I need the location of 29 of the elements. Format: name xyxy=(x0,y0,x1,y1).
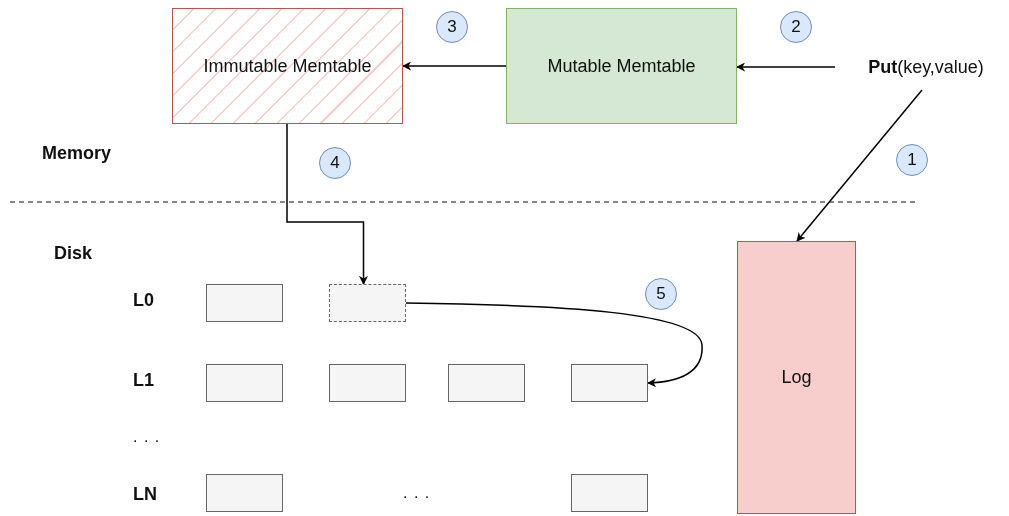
storage-block xyxy=(448,364,525,402)
process-box: Log xyxy=(737,241,856,514)
callout-number: 3 xyxy=(436,11,468,43)
callout-number: 4 xyxy=(319,147,351,179)
section-label: Memory xyxy=(42,143,112,164)
ellipsis-text: . . . xyxy=(403,484,431,502)
level-label: L1 xyxy=(133,370,154,391)
callout-number: 1 xyxy=(896,144,928,176)
arrow xyxy=(796,89,923,242)
level-label: LN xyxy=(133,484,157,505)
storage-block xyxy=(571,364,648,402)
arrow xyxy=(736,62,836,72)
section-label: Disk xyxy=(54,243,93,264)
storage-block xyxy=(329,364,406,402)
storage-block xyxy=(206,364,283,402)
storage-block xyxy=(206,474,283,512)
arrow xyxy=(402,61,507,71)
pending-storage-block xyxy=(329,284,406,322)
process-box: Mutable Memtable xyxy=(506,8,737,124)
callout-number: 2 xyxy=(780,11,812,43)
arrow xyxy=(286,123,368,285)
storage-block xyxy=(206,284,283,322)
process-box: Immutable Memtable xyxy=(172,8,403,124)
level-label: L0 xyxy=(133,290,154,311)
storage-block xyxy=(571,474,648,512)
callout-number: 5 xyxy=(645,278,677,310)
arrow xyxy=(405,302,703,388)
operation-text: Put(key,value) xyxy=(845,50,1007,84)
ellipsis-text: . . . xyxy=(133,428,161,446)
